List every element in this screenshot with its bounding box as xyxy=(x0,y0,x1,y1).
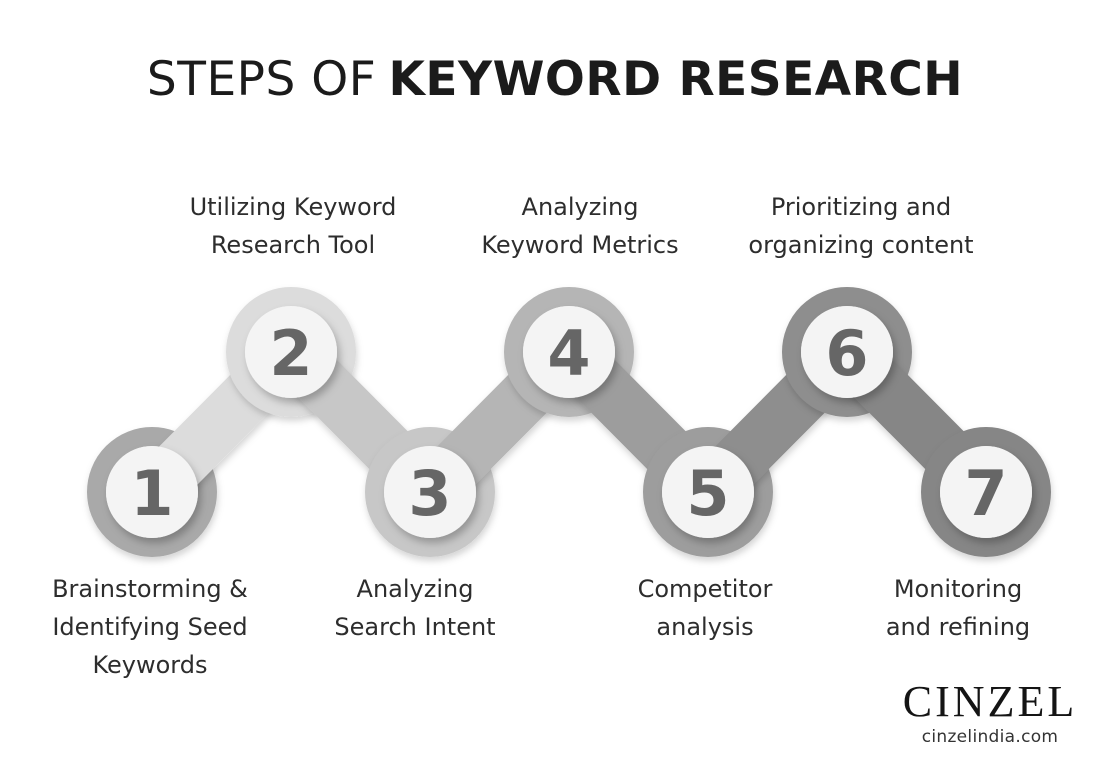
branding-block: CINZEL cinzelindia.com xyxy=(870,677,1110,748)
step-label-6: Prioritizing and organizing content xyxy=(748,193,974,259)
step-label-4: Analyzing Keyword Metrics xyxy=(481,193,679,259)
chain-nodes: 1 2 3 4 5 6 7 xyxy=(106,306,1032,538)
title-emphasis: KEYWORD RESEARCH xyxy=(388,52,964,107)
step-4-circle xyxy=(523,306,615,398)
step-2-number: 2 xyxy=(269,317,312,390)
step-5-circle xyxy=(662,446,754,538)
step-label-3: Analyzing Search Intent xyxy=(334,575,496,641)
step-2-ring xyxy=(226,287,356,417)
step-2-circle xyxy=(245,306,337,398)
step-4-ring xyxy=(504,287,634,417)
step-label-5: Competitor analysis xyxy=(637,575,773,641)
brand-website: cinzelindia.com xyxy=(921,727,1059,747)
step-6-circle xyxy=(801,306,893,398)
step-1-number: 1 xyxy=(130,457,173,530)
step-5-ring xyxy=(643,427,773,557)
step-3-number: 3 xyxy=(408,457,451,530)
step-label-1: Brainstorming & Identifying Seed Keyword… xyxy=(52,575,248,679)
step-7-circle xyxy=(940,446,1032,538)
step-label-2: Utilizing Keyword Research Tool xyxy=(189,193,397,259)
step-7-number: 7 xyxy=(964,457,1007,530)
step-6-ring xyxy=(782,287,912,417)
step-5-number: 5 xyxy=(686,457,729,530)
brand-logo: CINZEL xyxy=(902,677,1078,726)
step-1-ring xyxy=(87,427,217,557)
step-3-ring xyxy=(365,427,495,557)
step-label-7: Monitoring and refining xyxy=(885,575,1031,641)
step-7-ring xyxy=(921,427,1051,557)
title-prefix: STEPS OF xyxy=(146,52,377,107)
step-6-number: 6 xyxy=(825,317,868,390)
step-4-number: 4 xyxy=(547,317,590,390)
step-1-circle xyxy=(106,446,198,538)
step-3-circle xyxy=(384,446,476,538)
